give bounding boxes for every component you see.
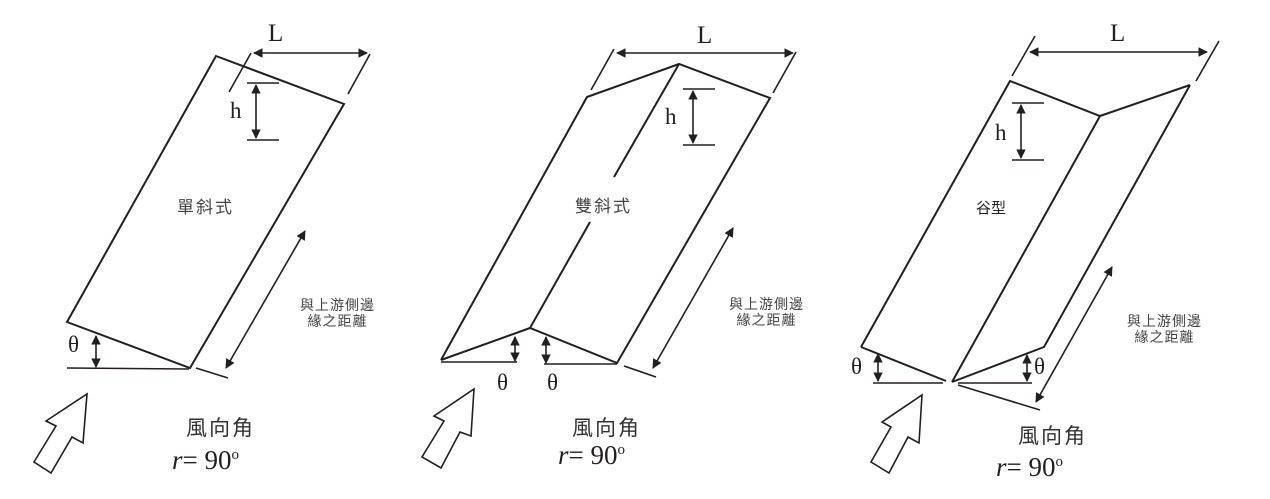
distance-label-line2: 緣之距離 [1134,330,1195,346]
distance-dimension-arrow [652,227,734,369]
height-label: h [230,98,242,123]
length-label: L [268,20,284,47]
roof-type-label: 雙斜式 [575,197,632,217]
length-extension-left [1011,35,1036,77]
wind-angle-label: 風向角 [572,416,641,440]
length-label: L [697,22,713,49]
wind-angle-value: r= 90o [558,440,625,471]
angle-label-left: θ [497,370,509,395]
gamma-symbol: r [172,445,183,475]
height-label: h [665,104,677,129]
distance-label: 與上游側邊 緣之距離 [729,297,804,329]
height-label: h [995,120,1007,145]
wind-angle-number: = 90 [568,440,618,470]
distance-dimension-arrow [225,230,306,369]
degree-symbol: o [231,447,240,463]
wind-direction-arrow-icon [869,393,923,475]
roof-type-label: 谷型 [976,199,1007,217]
distance-label-line1: 與上游側邊 [729,297,804,313]
length-extension-left [590,48,615,91]
length-extension-left [228,52,252,93]
gamma-symbol: r [996,452,1007,482]
angle-label: θ [68,332,80,357]
gamma-symbol: r [558,440,569,470]
wind-angle-number: = 90 [1006,452,1056,482]
degree-symbol: o [617,442,626,458]
wind-angle-label: 風向角 [186,416,255,440]
distance-label: 與上游側邊 緣之距離 [300,298,375,330]
wind-direction-arrow-icon [32,392,88,475]
panel-duo-pitch-roof [420,48,797,470]
distance-label-line1: 與上游側邊 [300,298,375,314]
wind-angle-value: r= 90o [996,452,1063,483]
mono-slope-roof-outline [65,54,346,370]
angle-label-right: θ [1034,354,1046,379]
length-extension-right [1195,40,1220,82]
left-bottom-slope [860,346,947,382]
distance-label-line1: 與上游側邊 [1127,314,1202,330]
troughed-roof-left [860,79,1191,348]
distance-tick [623,365,657,378]
length-label: L [1110,20,1126,47]
length-extension-right [347,53,371,95]
ridge-line-lower [529,221,591,329]
angle-baseline [66,367,190,370]
wind-angle-value: r= 90o [172,445,239,476]
distance-label: 與上游側邊 緣之距離 [1127,314,1202,346]
ridge-line-upper [613,63,680,178]
wind-angle-label: 風向角 [1018,424,1087,448]
length-extension-right [772,51,797,94]
wind-angle-number: = 90 [182,445,232,475]
angle-label-left: θ [851,354,863,379]
distance-tick [957,384,1041,411]
angle-label-right: θ [547,370,559,395]
distance-label-line2: 緣之距離 [307,314,368,330]
panel-mono-slope-roof [32,48,371,475]
roof-type-label: 單斜式 [177,198,234,218]
wind-direction-arrow-icon [420,387,475,470]
panel-troughed-roof [860,35,1220,475]
distance-label-line2: 緣之距離 [736,313,797,329]
distance-dimension-arrow [1035,266,1113,403]
valley-line [951,115,1101,383]
distance-tick [195,367,229,379]
degree-symbol: o [1055,454,1064,470]
